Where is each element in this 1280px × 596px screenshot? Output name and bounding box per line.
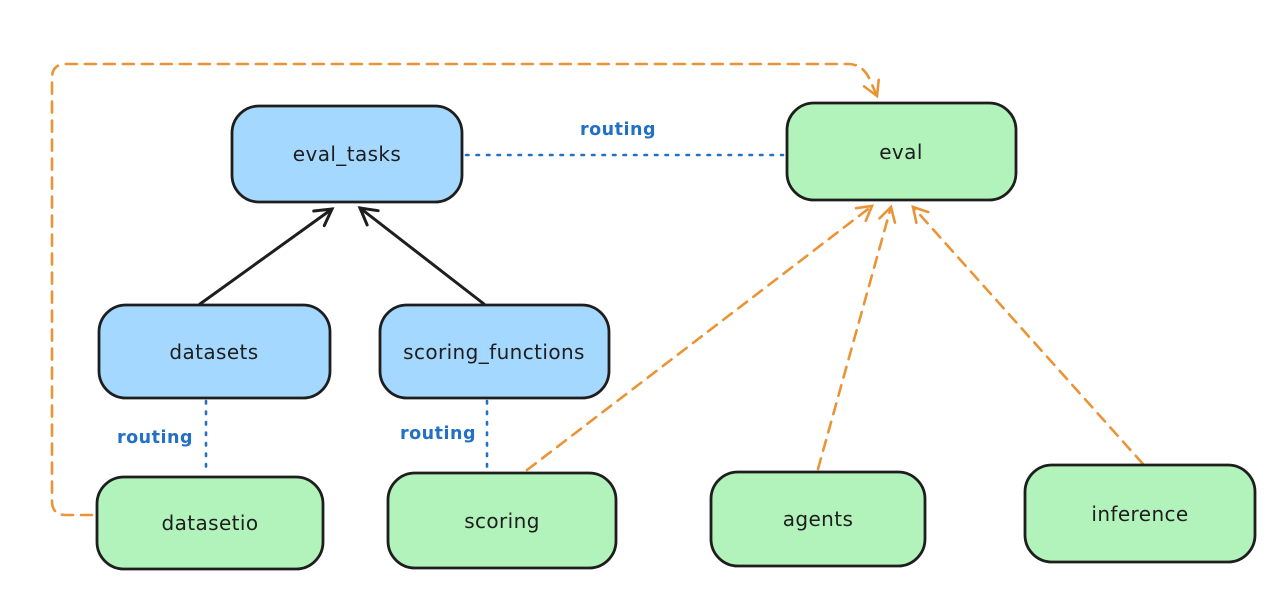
node-inference-label: inference [1091,502,1188,526]
node-eval-tasks: eval_tasks [230,104,464,204]
node-agents-box [709,470,927,568]
node-scoring-functions-label: scoring_functions [403,340,585,364]
edge-datasets-to-eval-tasks [198,207,335,306]
edge-inference-to-eval [911,205,1145,466]
node-datasetio-box [95,475,325,571]
node-scoring: scoring [386,471,618,570]
node-datasetio: datasetio [95,475,325,571]
edge-scoring-to-eval [525,204,875,472]
node-inference: inference [1023,463,1257,564]
node-agents-label: agents [783,507,854,531]
node-scoring-functions-box [378,303,611,400]
node-agents: agents [709,470,927,568]
node-scoring-functions: scoring_functions [378,303,611,400]
node-eval-tasks-label: eval_tasks [293,142,401,166]
node-eval-box [785,101,1018,202]
edge-label-routing-datasets: routing [117,428,193,448]
edge-label-routing-horizontal: routing [580,120,656,140]
node-eval-tasks-box [230,104,464,204]
edge-datasetio-to-eval [50,62,881,517]
node-datasets: datasets [97,303,332,400]
node-datasetio-label: datasetio [161,511,258,535]
node-datasets-label: datasets [169,340,258,364]
node-inference-box [1023,463,1257,564]
edge-agents-to-eval [816,204,897,471]
edge-scoring-functions-to-eval-tasks [357,206,486,306]
node-scoring-box [386,471,618,570]
edge-label-routing-scoring: routing [400,424,476,444]
node-datasets-box [97,303,332,400]
node-eval-label: eval [879,140,923,164]
node-eval: eval [785,101,1018,202]
node-scoring-label: scoring [464,509,540,533]
